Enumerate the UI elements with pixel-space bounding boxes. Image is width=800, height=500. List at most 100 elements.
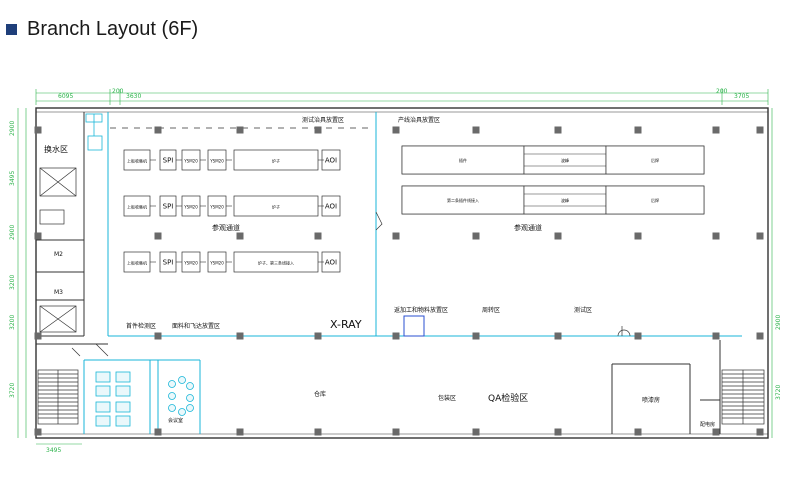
dim-left-3: 2900	[9, 225, 16, 240]
staircase-left	[37, 369, 79, 425]
column-21	[154, 332, 162, 340]
column-22	[236, 332, 244, 340]
column-26	[554, 332, 562, 340]
column-25	[472, 332, 480, 340]
column-6	[554, 126, 562, 134]
elevator-shafts	[39, 167, 77, 333]
smt-mount_2-label: YSM20	[209, 261, 224, 266]
dip-a-box	[401, 185, 525, 215]
dim-top-right: 3630	[126, 93, 141, 100]
smt-spi-label: SPI	[163, 203, 174, 211]
dip-b-box	[523, 185, 607, 215]
column-38	[712, 428, 720, 436]
column-13	[314, 232, 322, 240]
column-15	[472, 232, 480, 240]
label-xray: X-RAY	[330, 318, 362, 331]
page-title: Branch Layout (6F)	[27, 18, 199, 40]
label-meeting-room: 会议室	[168, 417, 183, 424]
column-35	[472, 428, 480, 436]
smt-oven-label: 炉子	[272, 158, 280, 164]
dip-c-label: 后焊	[651, 157, 659, 163]
label-packing-area: 包装区	[438, 394, 456, 402]
doors	[71, 211, 631, 357]
title-bullet-icon	[6, 24, 17, 35]
staircase-right	[721, 369, 765, 425]
column-19	[756, 232, 764, 240]
dim-top-gap-1: 200	[112, 88, 124, 95]
label-test-area: 测试区	[574, 306, 592, 314]
dip-a-label: 第二条插件线接入	[447, 197, 479, 203]
label-test-tool-area: 测试治具放置区	[302, 116, 344, 124]
column-23	[314, 332, 322, 340]
smt-oven-label: 炉子	[272, 204, 280, 210]
smt-mount_1-label: YSM20	[183, 159, 198, 164]
xray-machine	[403, 315, 425, 337]
zone-labels: 换水区 M2 M3 测试治具放置区 产线治具放置区 参观通道 参观通道 首件检测…	[44, 116, 715, 428]
label-water-room: 换水区	[44, 144, 68, 154]
column-31	[154, 428, 162, 436]
label-cycle-area: 周转区	[482, 306, 500, 314]
column-34	[392, 428, 400, 436]
smt-aoi-label: AOI	[325, 259, 337, 267]
smt-line-3: 上板收集机 SPI YSM20 YSM20 炉子、第三条线接入 AOI	[123, 251, 341, 273]
smt-aoi-label: AOI	[325, 157, 337, 165]
dip-c-box	[605, 185, 705, 215]
column-17	[634, 232, 642, 240]
dip-line-1: 插件波峰后焊	[401, 145, 705, 175]
dip-c-box	[605, 145, 705, 175]
column-16	[554, 232, 562, 240]
column-36	[554, 428, 562, 436]
column-1	[154, 126, 162, 134]
column-37	[634, 428, 642, 436]
label-spray-room: 喷漆房	[642, 396, 660, 404]
column-9	[756, 126, 764, 134]
smt-loader-label: 上板收集机	[127, 260, 147, 266]
column-7	[634, 126, 642, 134]
dip-b-label: 波峰	[561, 157, 569, 163]
label-small-room: 配电房	[700, 421, 715, 428]
smt-aoi-label: AOI	[325, 203, 337, 211]
label-rework-area: 返加工和物料放置区	[394, 306, 448, 314]
smt-spi-label: SPI	[163, 259, 174, 267]
column-18	[712, 232, 720, 240]
smt-mount_1-label: YSM20	[183, 261, 198, 266]
column-10	[34, 232, 42, 240]
dim-top-gap-2: 200	[716, 88, 728, 95]
dim-left-6: 3720	[9, 383, 16, 398]
dip-c-label: 后焊	[651, 197, 659, 203]
label-qa-area: QA检验区	[488, 392, 528, 404]
column-39	[756, 428, 764, 436]
dim-bottom-left: 3495	[46, 447, 61, 454]
label-warehouse: 仓库	[314, 390, 326, 398]
dim-top-far-right: 3705	[734, 93, 749, 100]
dimension-lines	[17, 89, 773, 445]
dim-left-5: 3200	[9, 315, 16, 330]
dip-line-2: 第二条插件线接入 波峰 后焊	[401, 185, 705, 215]
column-11	[154, 232, 162, 240]
fixtures	[85, 113, 103, 151]
meeting-table	[168, 376, 194, 416]
label-material-area: 面料和飞达放置区	[172, 322, 220, 330]
smt-oven-label: 炉子、第三条线接入	[258, 260, 294, 266]
label-line-tool-area: 产线治具放置区	[398, 116, 440, 124]
dim-left-2: 3495	[9, 171, 16, 186]
dip-lines: 插件波峰后焊第二条插件线接入波峰后焊	[401, 145, 705, 215]
column-4	[392, 126, 400, 134]
column-30	[34, 428, 42, 436]
smt-mount_2-label: YSM20	[209, 205, 224, 210]
dip-b-label: 波峰	[561, 197, 569, 203]
smt-loader-label: 上板收集机	[127, 158, 147, 164]
column-20	[34, 332, 42, 340]
label-m2: M2	[54, 251, 63, 258]
structural-columns	[34, 126, 764, 436]
column-28	[712, 332, 720, 340]
column-33	[314, 428, 322, 436]
title-row: Branch Layout (6F)	[6, 18, 198, 41]
left-rooms	[36, 112, 721, 434]
column-12	[236, 232, 244, 240]
smt-loader-label: 上板收集机	[127, 204, 147, 210]
label-m3: M3	[54, 289, 63, 296]
